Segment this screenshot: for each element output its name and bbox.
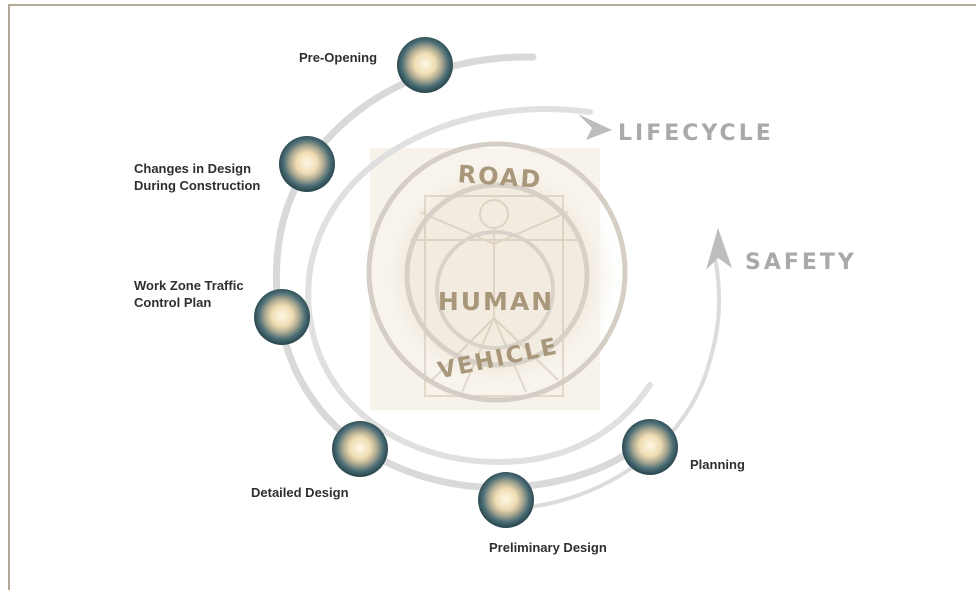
core-ring-middle <box>404 182 590 368</box>
stage-label-pre-opening: Pre-Opening <box>299 49 377 66</box>
lifecycle-outer-arc <box>272 53 644 492</box>
stage-node-planning <box>622 419 678 475</box>
stage-label-preliminary-design: Preliminary Design <box>489 539 607 556</box>
stage-label-work-zone: Work Zone Traffic Control Plan <box>134 277 244 311</box>
stage-node-work-zone <box>254 289 310 345</box>
vitruvian-figure <box>410 195 580 397</box>
safety-arrowhead <box>706 228 732 270</box>
stage-node-detailed-design <box>332 421 388 477</box>
stage-label-line: Detailed Design <box>251 485 349 500</box>
safety-label: SAFETY <box>745 250 857 275</box>
core-ring-outer <box>366 141 628 403</box>
core-human-label: HUMAN <box>438 287 554 316</box>
stage-label-line: Changes in Design <box>134 161 252 176</box>
core-road-label: ROAD <box>457 160 543 194</box>
stage-label-line: Planning <box>690 457 745 472</box>
lifecycle-arrowhead <box>578 114 612 140</box>
lifecycle-label: LIFECYCLE <box>618 121 774 146</box>
stage-label-line: Pre-Opening <box>299 50 378 65</box>
stage-label-line: Control Plan <box>134 295 212 310</box>
stage-node-changes-in-design <box>279 136 335 192</box>
stage-node-preliminary-design <box>478 472 534 528</box>
stage-label-line: Preliminary Design <box>489 540 607 555</box>
stage-label-line: Work Zone Traffic <box>134 278 244 293</box>
stage-node-pre-opening <box>397 37 453 93</box>
stage-label-planning: Planning <box>690 456 745 473</box>
lifecycle-inner-arc <box>305 106 653 466</box>
stage-label-line: During Construction <box>134 178 261 193</box>
core-ring-inner <box>435 230 555 350</box>
stage-label-detailed-design: Detailed Design <box>251 484 349 501</box>
safety-arc <box>518 260 722 510</box>
stage-label-changes-in-design: Changes in Design During Construction <box>134 160 260 194</box>
